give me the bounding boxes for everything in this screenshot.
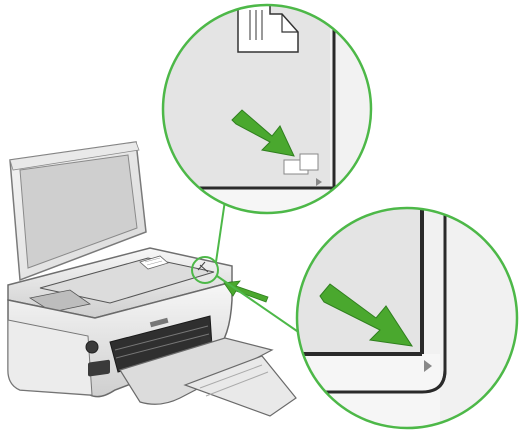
power-button-icon xyxy=(85,340,99,354)
printer-body xyxy=(7,281,233,398)
bottom-magnified-callout xyxy=(295,206,519,430)
reference-mark-triangle-icon xyxy=(336,192,344,198)
reference-mark-triangle-icon xyxy=(424,360,432,372)
placement-arrow-icon xyxy=(319,283,414,347)
document-page-icon xyxy=(139,255,169,270)
printer-callout-ring xyxy=(191,256,219,284)
callout-leader-bottom xyxy=(216,275,311,341)
scanner-lid xyxy=(9,141,147,282)
callout-ring xyxy=(161,3,373,215)
scanner-bed xyxy=(7,247,233,319)
paper-tray xyxy=(119,337,297,417)
top-magnified-callout xyxy=(161,3,373,215)
all-in-one-printer xyxy=(7,141,297,417)
callout-ring xyxy=(295,206,519,430)
memory-card-slot-icon xyxy=(88,359,110,377)
document-page-icon xyxy=(237,5,299,53)
reference-mark-triangle-icon xyxy=(316,178,322,186)
pointer-arrow-icon xyxy=(223,280,269,303)
document-page-icon xyxy=(283,153,319,175)
placement-arrow-icon xyxy=(231,109,295,157)
